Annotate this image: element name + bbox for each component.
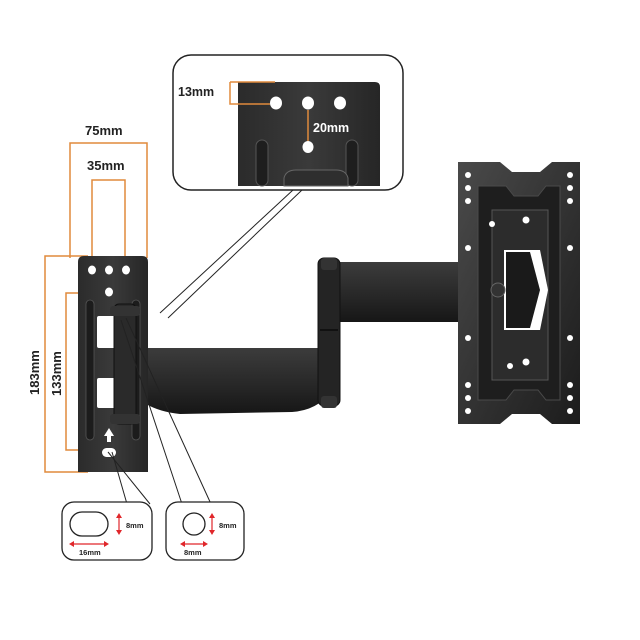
pivot-cap-top [110, 306, 140, 316]
slot-width-label: 16mm [79, 548, 101, 557]
hole-leader-2 [125, 317, 212, 505]
up-arrow-icon [104, 428, 114, 442]
zoom-hole-3 [334, 96, 346, 110]
hole-height-arrowheads [209, 513, 215, 535]
plate-rail-left [85, 299, 95, 441]
elbow-cap-bottom [321, 396, 337, 408]
zoom-callout: 13mm 20mm [172, 54, 404, 191]
dim-35mm-line [91, 179, 126, 262]
dimension-lines: 75mm 35mm 183mm 133mm [27, 123, 148, 473]
slot-height-arrowheads [116, 513, 122, 535]
plate-window-1 [97, 316, 117, 348]
zoom-rib-right [345, 139, 359, 187]
zoom-hole-1 [270, 96, 282, 110]
slot-shape [69, 511, 109, 537]
bracket-tilt-core [506, 252, 540, 328]
zoom-leader-1 [159, 189, 294, 314]
zoom-leader-2 [167, 189, 303, 319]
upper-arm [330, 262, 470, 322]
dim-133mm-label: 133mm [49, 351, 64, 396]
slot-height-label: 8mm [126, 521, 144, 530]
pivot-column [113, 303, 137, 425]
elbow-joint [317, 257, 341, 407]
dim-75mm-line [69, 142, 148, 258]
hole-callout: 8mm 8mm [165, 501, 245, 561]
zoom-tab [283, 169, 349, 187]
zoom-20mm-label: 20mm [313, 121, 349, 135]
hole-shape [182, 512, 206, 536]
hole-leader-1 [120, 319, 183, 505]
wall-plate [78, 256, 148, 472]
dim-75mm-label: 75mm [85, 123, 123, 138]
plate-hole-4 [105, 287, 113, 297]
pivot-cap-bottom [110, 414, 140, 424]
plate-window-2 [97, 378, 117, 408]
zoom-13mm-line [229, 81, 275, 105]
plate-hole-2 [105, 265, 113, 275]
tilt-knob [490, 282, 506, 298]
hole-callout-frame [165, 501, 245, 561]
hole-height-label: 8mm [219, 521, 237, 530]
zoom-13mm-label: 13mm [178, 85, 214, 99]
elbow-cap-top [321, 258, 337, 270]
plate-hole-1 [88, 265, 96, 275]
swing-arm [140, 257, 470, 414]
tv-plate [458, 162, 580, 424]
dim-183mm-label: 183mm [27, 350, 42, 395]
lower-arm [140, 348, 330, 414]
dim-183mm-line [44, 255, 88, 473]
plate-hole-3 [122, 265, 130, 275]
zoom-rib-left [255, 139, 269, 187]
zoom-hole-2 [302, 96, 314, 110]
slot-callout: 8mm 16mm [61, 501, 153, 561]
slot-leader-2 [111, 451, 128, 505]
hole-width-label: 8mm [184, 548, 202, 557]
vesa-holes [465, 172, 573, 414]
zoom-hole-4 [302, 141, 314, 153]
dim-35mm-label: 35mm [87, 158, 125, 173]
